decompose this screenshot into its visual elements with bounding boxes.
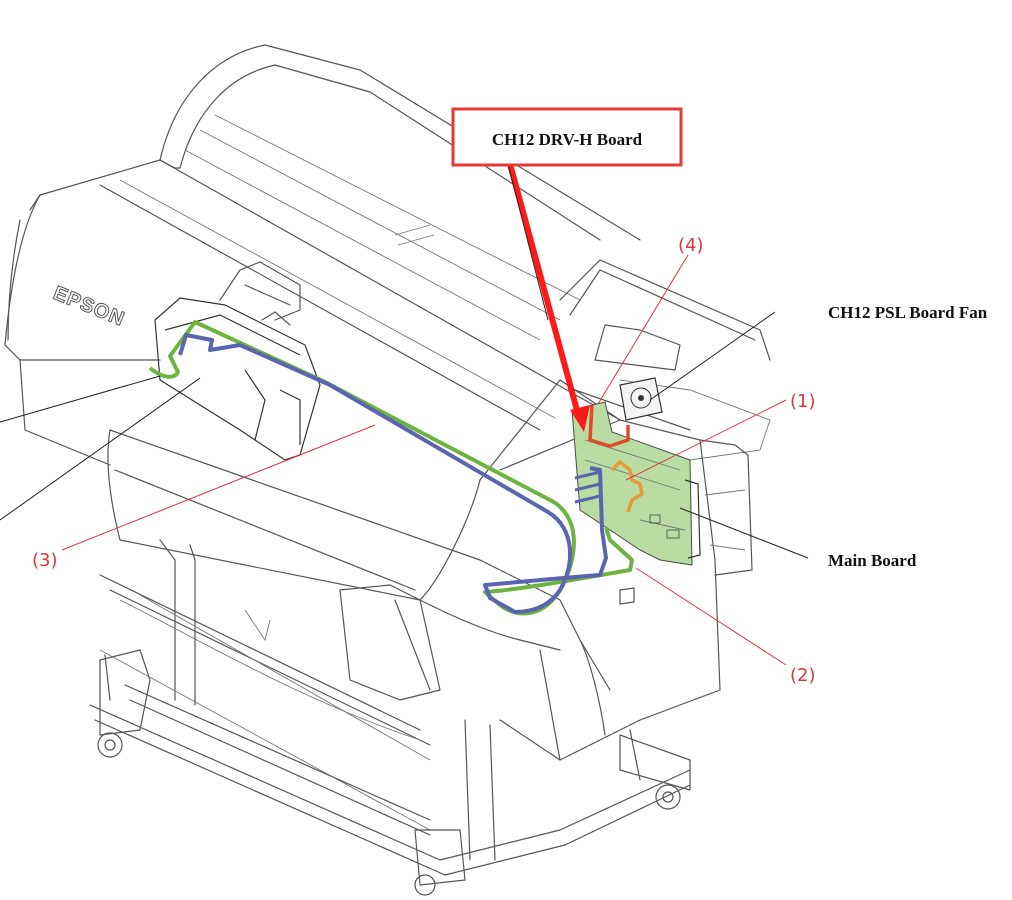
label-drv-board: CH12 DRV-H Board [492,130,643,149]
cable-red [588,404,630,448]
label-num-3: (3) [32,550,58,571]
psl-board-fan [619,377,663,421]
label-main-board: Main Board [828,551,917,570]
leader-lines [0,163,809,666]
epson-logo: EPSON [50,282,128,331]
red-arrow [507,163,590,432]
label-drv-board-callout: CH12 DRV-H Board [451,107,683,167]
label-num-1: (1) [790,391,816,412]
cable-orange [610,460,644,513]
cable-routes [148,320,644,616]
drv-board-highlight-box [451,107,683,167]
carriage-assembly [154,261,321,461]
cable-blue [178,333,608,614]
label-psl-fan: CH12 PSL Board Fan [828,303,988,322]
label-num-4: (4) [678,235,704,256]
printer-line-art: EPSON [4,44,771,896]
cable-green [148,320,634,616]
label-num-2: (2) [790,665,816,686]
